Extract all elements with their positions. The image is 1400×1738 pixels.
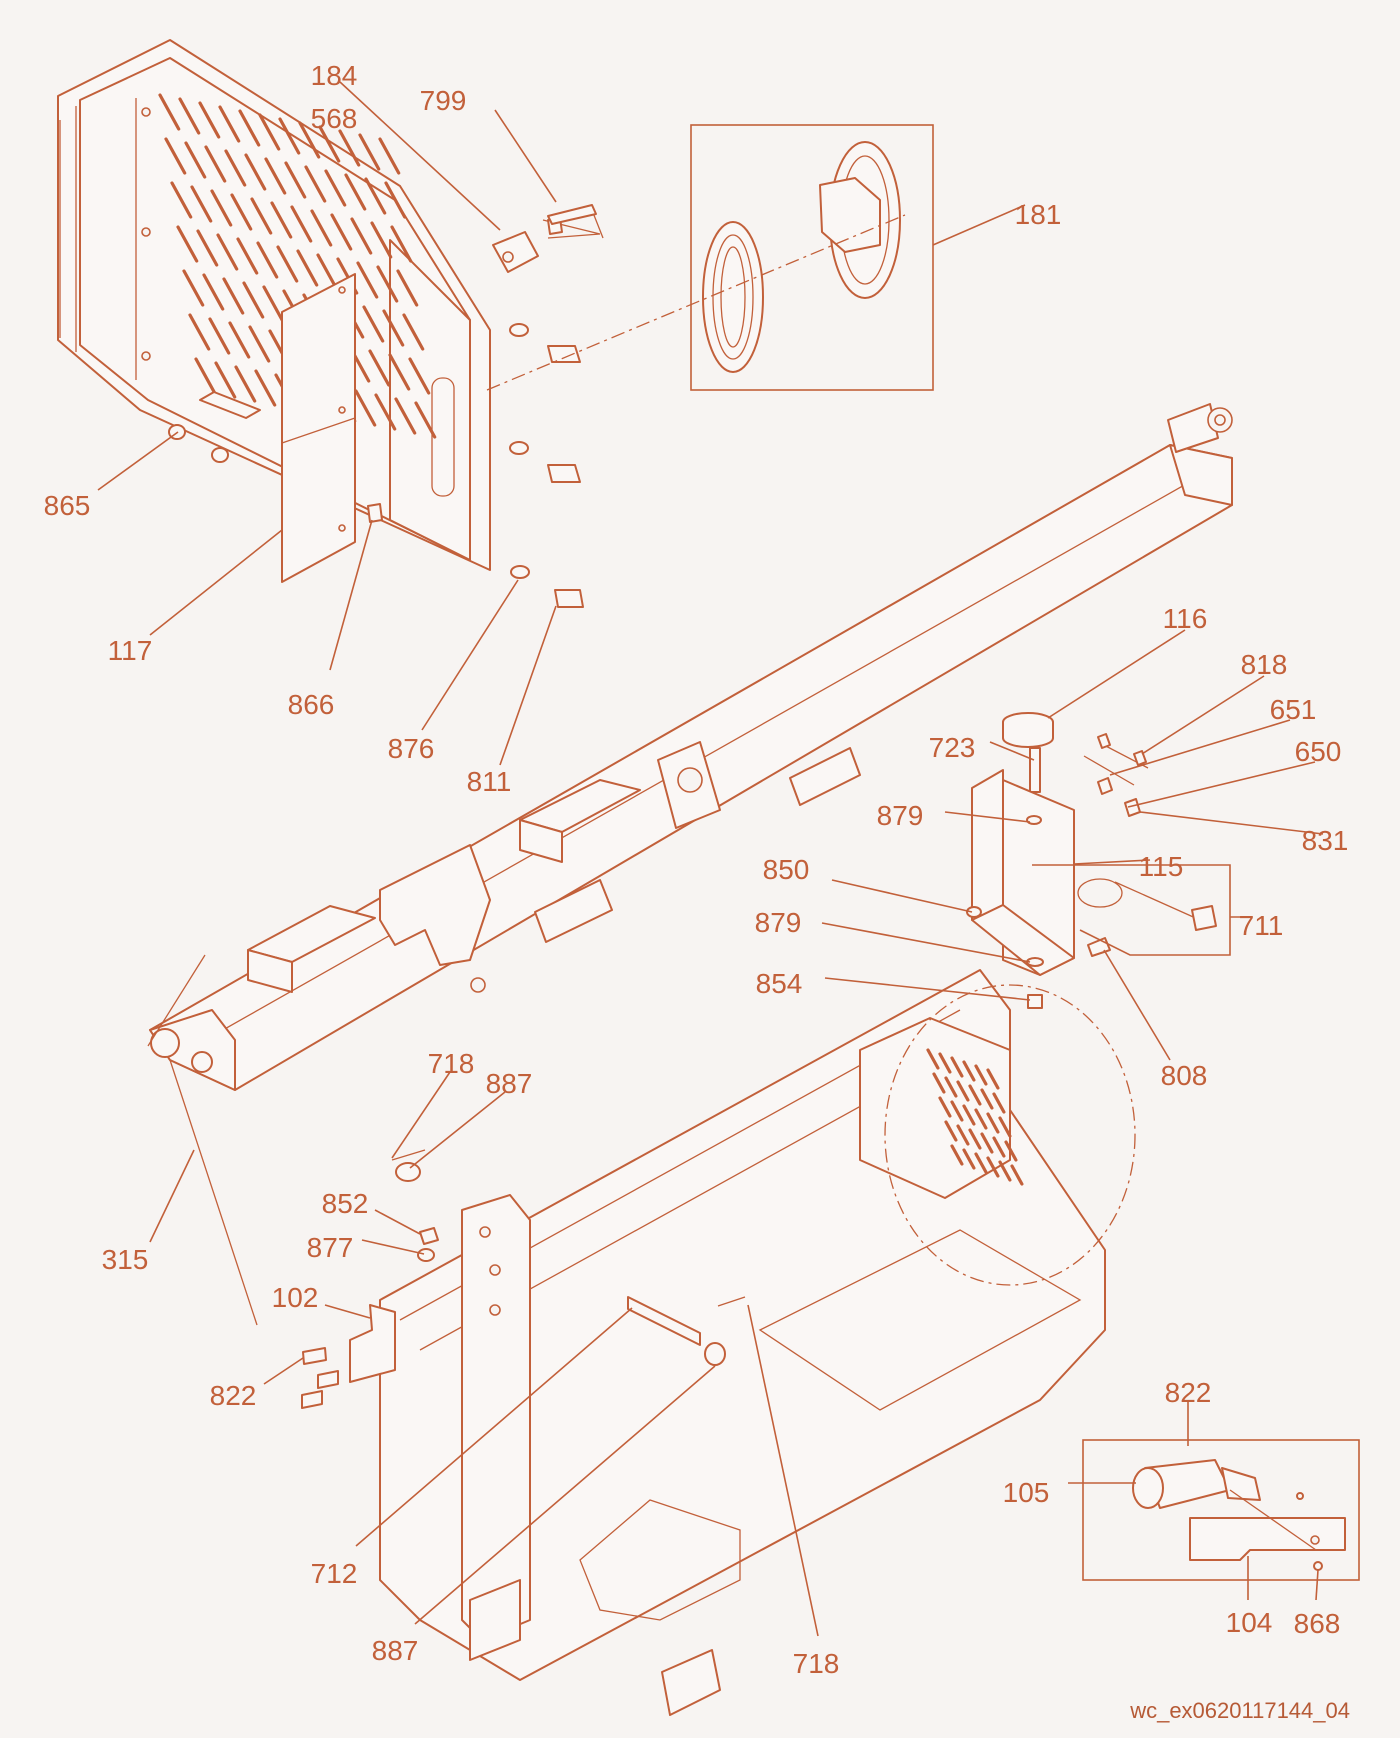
grille-slots [158, 93, 437, 439]
callout-c818: 818 [1241, 649, 1288, 680]
grommet-inset [486, 124, 934, 391]
callout-c811: 811 [467, 766, 512, 797]
callout-c650: 650 [1295, 736, 1342, 767]
callout-c181: 181 [1015, 199, 1062, 230]
callout-c854: 854 [756, 968, 803, 999]
callout-c117: 117 [108, 635, 153, 666]
chassis-grille-slots [926, 1048, 1024, 1186]
callout-c831: 831 [1302, 825, 1349, 856]
callout-c718b: 718 [793, 1648, 840, 1679]
grille-housing [57, 39, 491, 571]
leader-lines [97, 81, 1324, 1637]
callout-c184: 184 [311, 60, 358, 91]
drawing-reference: wc_ex0620117144_04 [1129, 1698, 1350, 1723]
callout-labels: 184 568 799 181 865 117 866 876 811 116 818 651 650 7… [44, 60, 1349, 1679]
callout-c711: 711 [1239, 910, 1284, 941]
callout-c718a: 718 [428, 1048, 475, 1079]
callout-c105: 105 [1003, 1477, 1050, 1508]
callout-c887a: 887 [486, 1068, 533, 1099]
callout-c116: 116 [1163, 603, 1208, 634]
callout-c865: 865 [44, 490, 91, 521]
callout-c651: 651 [1270, 694, 1317, 725]
callout-c877: 877 [307, 1232, 354, 1263]
callout-c315: 315 [102, 1244, 149, 1275]
callout-c866: 866 [288, 689, 335, 720]
callout-c822b: 822 [1165, 1377, 1212, 1408]
cover-plate [199, 273, 356, 583]
chassis [379, 969, 1136, 1716]
callout-c879a: 879 [877, 800, 924, 831]
callout-c850: 850 [763, 854, 810, 885]
callout-c799: 799 [420, 85, 467, 116]
callout-c822a: 822 [210, 1380, 257, 1411]
housing-hardware [168, 204, 604, 608]
callout-c852: 852 [322, 1188, 369, 1219]
battery-inset [1082, 1439, 1360, 1581]
callout-c723: 723 [929, 732, 976, 763]
callout-c876: 876 [388, 733, 435, 764]
callout-c104: 104 [1226, 1607, 1273, 1638]
callout-c568: 568 [311, 103, 358, 134]
callout-c879b: 879 [755, 907, 802, 938]
callout-c887b: 887 [372, 1635, 419, 1666]
long-boom [147, 403, 1233, 1326]
callout-c808: 808 [1161, 1060, 1208, 1091]
bracket-assembly [966, 712, 1231, 1009]
chassis-hardware [301, 1149, 746, 1409]
callout-c115: 115 [1139, 851, 1184, 882]
callout-c712: 712 [311, 1558, 358, 1589]
callout-c102: 102 [272, 1282, 319, 1313]
callout-c868: 868 [1294, 1608, 1341, 1639]
